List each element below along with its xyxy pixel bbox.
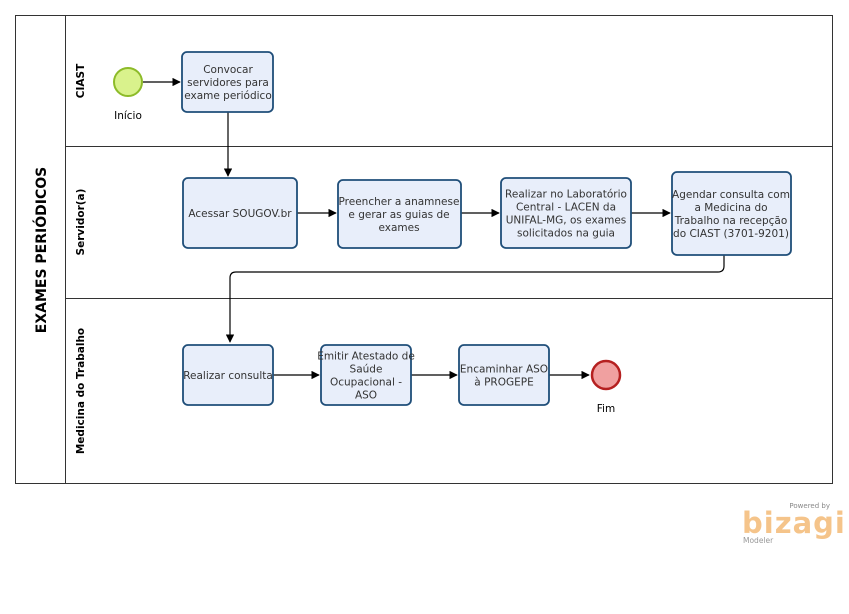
task-label-line: Saúde xyxy=(350,364,383,376)
bizagi-brand-text: bizagi xyxy=(742,506,846,540)
task-label-line: Emitir Atestado de xyxy=(317,351,415,363)
start-event[interactable] xyxy=(113,67,143,97)
task-label-line: solicitados na guia xyxy=(517,228,615,240)
task-label-line: Agendar consulta com xyxy=(672,189,790,201)
task-label-line: a Medicina do xyxy=(694,202,767,214)
task-label-line: exame periódico xyxy=(184,90,272,102)
powered-by-text: Powered by xyxy=(789,502,830,510)
lane-title-medicina: Medicina do Trabalho xyxy=(75,328,87,454)
task-label-line: Realizar consulta xyxy=(183,370,273,382)
task-label-line: exames xyxy=(378,222,419,234)
bizagi-logo: Powered by bizagi Modeler xyxy=(742,500,845,545)
task-label: Realizar consulta xyxy=(183,370,273,382)
task-label-line: Central - LACEN da xyxy=(516,202,616,214)
pool-title: EXAMES PERIÓDICOS xyxy=(32,167,50,333)
task-realizar-consulta[interactable]: Realizar consulta xyxy=(182,344,274,406)
task-box[interactable] xyxy=(181,51,274,113)
task-label-line: do CIAST (3701-9201) xyxy=(673,228,789,240)
task-label-line: UNIFAL-MG, os exames xyxy=(506,215,627,227)
sequence-flows xyxy=(143,77,725,380)
start-event-label: Início xyxy=(114,110,142,122)
task-box[interactable] xyxy=(320,344,412,406)
task-box[interactable] xyxy=(182,344,274,406)
task-label-line: e gerar as guias de xyxy=(348,209,449,221)
task-acessar-sougov[interactable]: Acessar SOUGOV.br xyxy=(182,177,298,249)
modeler-text: Modeler xyxy=(743,536,774,545)
task-label-line: Trabalho na recepção xyxy=(674,215,788,227)
task-box[interactable] xyxy=(458,344,550,406)
task-label-line: à PROGEPE xyxy=(474,377,533,389)
lane-title-servidor: Servidor(a) xyxy=(75,189,87,256)
end-event[interactable] xyxy=(590,359,622,391)
pool-border xyxy=(15,15,833,484)
end-event-label: Fim xyxy=(597,403,615,415)
task-label-line: servidores para xyxy=(187,77,269,89)
task-label-line: Realizar no Laboratório xyxy=(505,189,627,201)
task-label-line: Ocupacional - xyxy=(330,377,402,389)
task-label-line: Encaminhar ASO xyxy=(460,364,548,376)
flow-t5-t6 xyxy=(225,255,725,343)
task-label: Acessar SOUGOV.br xyxy=(188,208,292,220)
task-box[interactable] xyxy=(500,177,632,249)
task-label-line: ASO xyxy=(355,390,377,402)
lane-title-ciast: CIAST xyxy=(75,63,87,98)
task-label-line: Acessar SOUGOV.br xyxy=(188,208,292,220)
task-box[interactable] xyxy=(671,171,792,256)
task-label-line: Preencher a anamnese xyxy=(339,196,460,208)
task-box[interactable] xyxy=(337,179,462,249)
task-box[interactable] xyxy=(182,177,298,249)
task-label-line: Convocar xyxy=(203,64,253,76)
